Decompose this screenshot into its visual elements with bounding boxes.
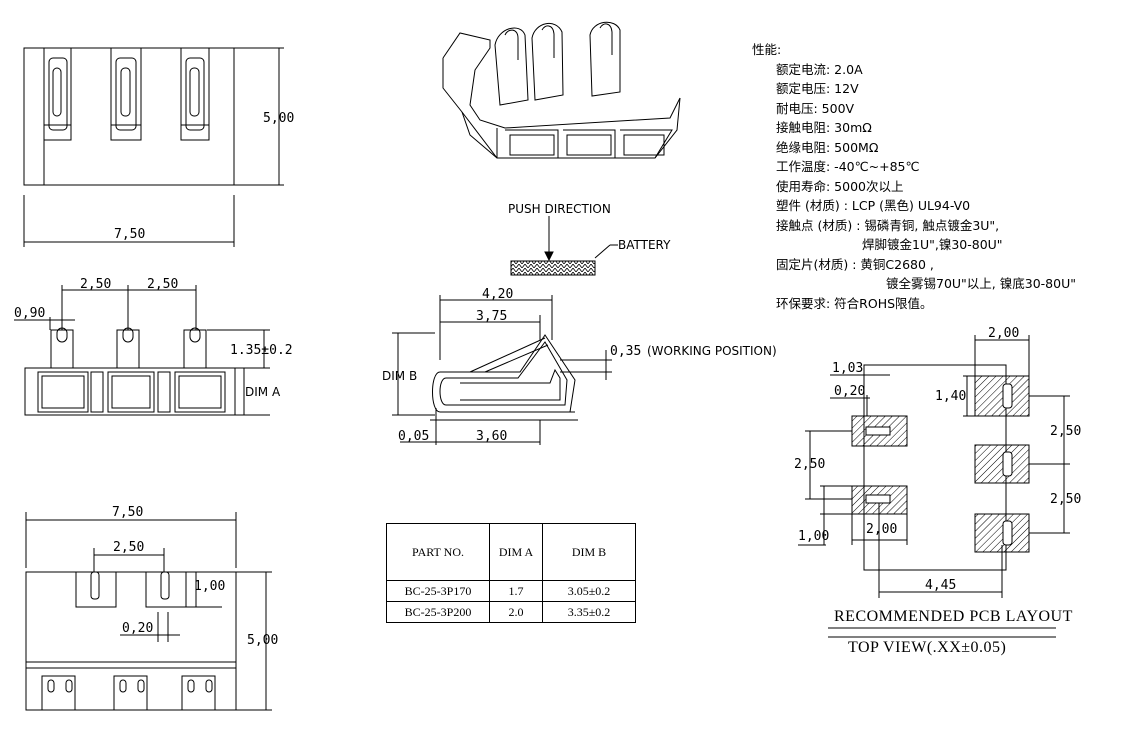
push-graphic <box>510 216 618 276</box>
front-height-dim: 5,00 <box>263 111 294 126</box>
table-header: DIM B <box>542 523 636 581</box>
table-cell: BC-25-3P170 <box>386 580 490 602</box>
spec-line: 耐电压: 500V <box>776 100 855 116</box>
pcb-d10: 4,45 <box>925 578 956 593</box>
spec-list: 性能: 额定电流: 2.0A 额定电压: 12V 耐电压: 500V 接触电阻:… <box>752 40 1076 313</box>
profile-view <box>392 295 612 445</box>
pcb-caption-title: RECOMMENDED PCB LAYOUT <box>834 608 1073 625</box>
table-cell: BC-25-3P200 <box>386 601 490 623</box>
spec-line: 接触电阻: 30mΩ <box>776 120 872 135</box>
spec-line: 固定片(材质) : 黄铜C2680 , <box>776 256 934 272</box>
table-cell: 3.35±0.2 <box>542 601 636 623</box>
spec-line: 绝缘电阻: 500MΩ <box>776 139 879 155</box>
side-pitch2-dim: 2,50 <box>147 277 178 292</box>
side-pitch1-dim: 2,50 <box>80 277 111 292</box>
spec-line: 使用寿命: 5000次以上 <box>776 178 904 194</box>
bottom-view <box>25 512 272 711</box>
table-row: BC-25-3P170 1.7 3.05±0.2 <box>386 580 636 602</box>
pcb-d7: 2,50 <box>794 457 825 472</box>
pcb-d3: 0,20 <box>834 384 865 399</box>
spec-line: 塑件 (材质) : LCP (黑色) UL94-V0 <box>776 198 971 213</box>
side-dim-a: DIM A <box>245 385 281 399</box>
pcb-d9: 2,00 <box>866 522 897 537</box>
profile-dim4: 0,05 <box>398 429 429 444</box>
isometric-view <box>442 21 681 159</box>
pcb-d4: 1,40 <box>935 389 966 404</box>
bottom-gap-dim: 0,20 <box>122 621 153 636</box>
profile-dim-b: DIM B <box>382 369 417 383</box>
table-row: BC-25-3P200 2.0 3.35±0.2 <box>386 601 636 623</box>
table-header: DIM A <box>489 523 543 581</box>
profile-dim5: 3,60 <box>476 429 507 444</box>
profile-dim2: 3,75 <box>476 309 507 324</box>
pcb-d6: 2,50 <box>1050 492 1081 507</box>
spec-line: 额定电流: 2.0A <box>776 61 863 77</box>
side-view <box>14 285 270 416</box>
pcb-d5: 2,50 <box>1050 424 1081 439</box>
bottom-width-dim: 7,50 <box>112 505 143 520</box>
table-cell: 2.0 <box>489 601 543 623</box>
table-cell: 3.05±0.2 <box>542 580 636 602</box>
pcb-d2: 1,03 <box>832 361 863 376</box>
spec-line: 额定电压: 12V <box>776 81 859 96</box>
push-direction-label: PUSH DIRECTION <box>508 202 611 216</box>
spec-line-cont: 镀全雾锡70U"以上, 镍底30-80U" <box>886 276 1076 291</box>
spec-line: 接触点 (材质) : 锡磷青铜, 触点镀金3U", <box>776 217 1000 233</box>
front-width-dim: 7,50 <box>114 227 145 242</box>
table-header: PART NO. <box>386 523 490 581</box>
battery-label: BATTERY <box>618 238 671 252</box>
pcb-d8: 1,00 <box>798 529 829 544</box>
pcb-layout <box>798 335 1070 638</box>
pcb-d1: 2,00 <box>988 326 1019 341</box>
front-view <box>23 47 284 247</box>
side-offset-dim: 0,90 <box>14 306 45 321</box>
bottom-pitch-dim: 2,50 <box>113 540 144 555</box>
table-cell: 1.7 <box>489 580 543 602</box>
bottom-slot-dim: 1,00 <box>194 579 225 594</box>
spec-line-cont: 焊脚镀金1U",镍30-80U" <box>862 237 1003 252</box>
bottom-height-dim: 5,00 <box>247 633 278 648</box>
working-position-label: (WORKING POSITION) <box>647 344 777 358</box>
profile-dim3: 0,35 <box>610 344 641 359</box>
side-height-tol: 1.35±0.2 <box>230 343 293 358</box>
spec-heading: 性能: <box>752 42 782 57</box>
spec-line: 环保要求: 符合ROHS限值。 <box>776 295 933 311</box>
pcb-caption-view: TOP VIEW(.XX±0.05) <box>848 639 1007 656</box>
part-table: PART NO. DIM A DIM B BC-25-3P170 1.7 3.0… <box>386 523 636 623</box>
profile-dim1: 4,20 <box>482 287 513 302</box>
spec-line: 工作温度: -40℃~+85℃ <box>776 159 920 174</box>
